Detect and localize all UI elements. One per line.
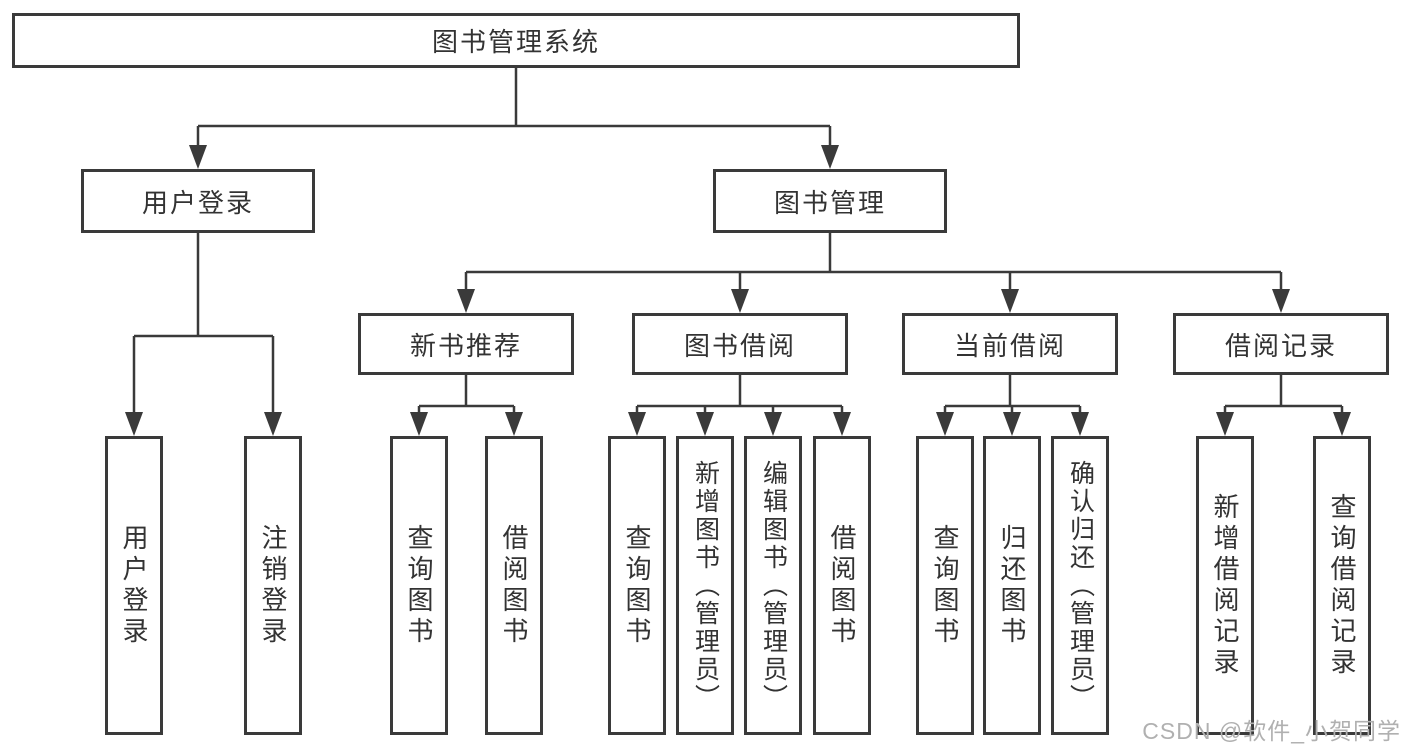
leaf-query-books-recommend: 查询图书 xyxy=(390,436,448,735)
watermark: CSDN @软件_小贺同学 xyxy=(1142,718,1401,744)
node-borrow-records-label: 借阅记录 xyxy=(1224,330,1337,361)
node-new-book-recommend-label: 新书推荐 xyxy=(409,330,522,361)
leaf-borrow-books-recommend: 借阅图书 xyxy=(485,436,543,735)
node-current-borrow-label: 当前借阅 xyxy=(953,330,1066,361)
node-new-book-recommend: 新书推荐 xyxy=(358,313,574,375)
node-borrow-records: 借阅记录 xyxy=(1173,313,1389,375)
leaf-add-book-admin: 新增图书（管理员） xyxy=(676,436,734,735)
leaf-return-book: 归还图书 xyxy=(983,436,1041,735)
connector-borrow-records xyxy=(1223,375,1344,415)
node-book-management-label: 图书管理 xyxy=(773,187,886,218)
connector-book-borrow xyxy=(635,375,844,415)
leaf-add-borrow-record: 新增借阅记录 xyxy=(1196,436,1254,735)
leaf-query-books-current: 查询图书 xyxy=(916,436,974,735)
node-book-borrow: 图书借阅 xyxy=(632,313,848,375)
leaf-query-books-borrow: 查询图书 xyxy=(608,436,666,735)
connector-new-book-recommend xyxy=(417,375,516,415)
connector-user-login xyxy=(132,233,275,414)
leaf-logout: 注销登录 xyxy=(244,436,302,735)
node-book-management: 图书管理 xyxy=(713,169,947,233)
node-user-login: 用户登录 xyxy=(81,169,315,233)
connector-book-management xyxy=(464,233,1283,291)
arrowheads xyxy=(125,145,1351,436)
leaf-query-borrow-record: 查询借阅记录 xyxy=(1313,436,1371,735)
connector-current-borrow xyxy=(943,375,1082,415)
leaf-user-login: 用户登录 xyxy=(105,436,163,735)
node-library-system-label: 图书管理系统 xyxy=(431,27,600,57)
leaf-borrow-books: 借阅图书 xyxy=(813,436,871,735)
node-user-login-label: 用户登录 xyxy=(141,187,254,218)
node-library-system: 图书管理系统 xyxy=(12,13,1020,68)
leaf-confirm-return-admin: 确认归还（管理员） xyxy=(1051,436,1109,735)
node-current-borrow: 当前借阅 xyxy=(902,313,1118,375)
leaf-edit-book-admin: 编辑图书（管理员） xyxy=(744,436,802,735)
node-book-borrow-label: 图书借阅 xyxy=(683,330,796,361)
